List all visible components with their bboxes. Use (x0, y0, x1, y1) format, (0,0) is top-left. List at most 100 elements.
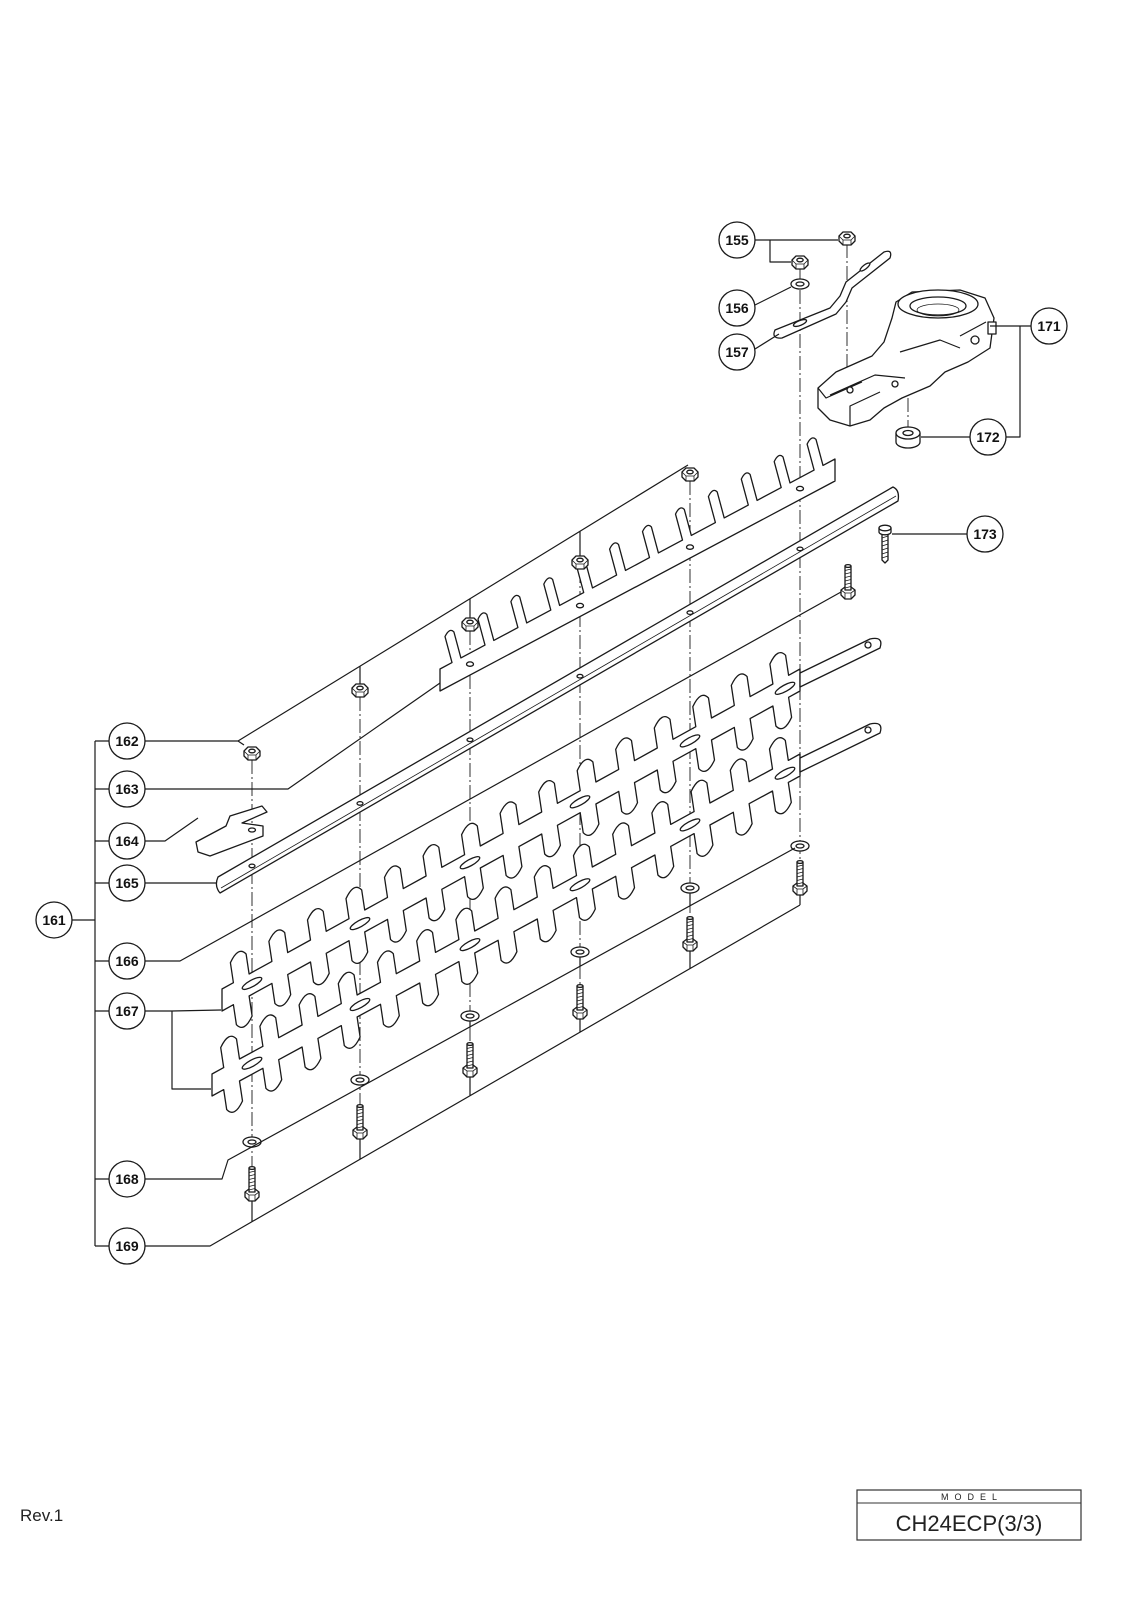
bolt-166-head-edges (840, 589, 856, 599)
callout-circle (108, 722, 146, 760)
callout-number: 165 (115, 875, 139, 891)
nut-162-edges (681, 471, 699, 481)
nut-162-edges (461, 621, 479, 631)
callout-number: 155 (725, 232, 749, 248)
lower-blade-part (221, 652, 801, 1028)
washer-168-hole (685, 885, 695, 891)
callout-circle (108, 1227, 146, 1265)
callout-circle (969, 418, 1007, 456)
bolt-169-thread (796, 864, 804, 885)
lower-blade-slot (459, 937, 481, 952)
callout-circle (108, 822, 146, 860)
footer: Rev.1 MODEL CH24ECP(3/3) (20, 1489, 1082, 1541)
callout-circle (718, 289, 756, 327)
upper-blade-hole (685, 544, 695, 550)
washer-168-hole (355, 1077, 365, 1083)
leader-169 (145, 895, 801, 1247)
leader-164 (145, 817, 199, 842)
gear-case-detail (817, 321, 987, 426)
callout-number: 172 (976, 429, 1000, 445)
leader-lines (72, 239, 1031, 1247)
flat-bar-hole (796, 546, 804, 552)
callout-165: 165 (108, 864, 146, 902)
callout-163: 163 (108, 770, 146, 808)
nut-162-edges (571, 559, 589, 569)
lower-blade-tang-hole (864, 726, 872, 734)
bolt-169-head-edges (462, 1067, 478, 1077)
upper-blade-part (439, 437, 836, 692)
callout-number: 161 (42, 912, 66, 928)
callout-number: 167 (115, 1003, 139, 1019)
washer-156-hole (795, 281, 805, 287)
flat-bar-hole (356, 800, 364, 806)
callout-number: 169 (115, 1238, 139, 1254)
callout-number: 166 (115, 953, 139, 969)
bolt-169-head-edges (244, 1191, 260, 1201)
model-label: MODEL (941, 1492, 1003, 1502)
gear-case-boss (846, 386, 854, 394)
nut-155-hole (843, 233, 851, 239)
bolt-169-tip (248, 1165, 256, 1171)
bolt-169-head-edges (572, 1009, 588, 1019)
bolt-166-thread (844, 568, 852, 589)
leader-156 (754, 286, 792, 306)
bolt-169-tip (686, 915, 694, 921)
flat-bar-hole (576, 673, 584, 679)
washer-168-hole (795, 843, 805, 849)
callout-168: 168 (108, 1160, 146, 1198)
upper-blade-hole (465, 661, 475, 667)
washer-168-hole (575, 949, 585, 955)
bolt-169-thread (576, 988, 584, 1009)
callout-156: 156 (718, 289, 756, 327)
callout-circle (718, 333, 756, 371)
model-name: CH24ECP(3/3) (896, 1511, 1043, 1536)
lower-blade-slot (569, 878, 591, 892)
callout-number: 162 (115, 733, 139, 749)
model-box: MODEL CH24ECP(3/3) (856, 1489, 1082, 1541)
flat-bar-hole (686, 610, 694, 616)
leader-167 (145, 1009, 222, 1090)
leader-161-bracket (72, 740, 109, 1247)
screw-head-top (878, 524, 892, 532)
callout-162: 162 (108, 722, 146, 760)
static-parts (195, 250, 997, 894)
upper-blade-hole (575, 602, 585, 609)
callout-157: 157 (718, 333, 756, 371)
leader-157 (754, 333, 780, 350)
lower-blade-tang-hole (864, 641, 872, 649)
plate-slot (859, 262, 871, 272)
callout-171: 171 (1030, 307, 1068, 345)
callout-circle (108, 864, 146, 902)
callout-number: 171 (1037, 318, 1061, 334)
bolt-169-head-edges (682, 941, 698, 951)
gear-case-boss (970, 335, 980, 345)
nut-162-hole (686, 469, 694, 475)
callout-circle (108, 942, 146, 980)
bracket-hole (247, 827, 257, 833)
callout-164: 164 (108, 822, 146, 860)
callout-number: 163 (115, 781, 139, 797)
gear-case-nub (987, 321, 997, 335)
bolt-169-head-edges (792, 885, 808, 895)
leader-162 (145, 464, 689, 746)
nut-162-hole (248, 748, 256, 754)
bolt-169-head-edges (352, 1129, 368, 1139)
leader-155 (755, 239, 838, 263)
bolt-169-tip (356, 1103, 364, 1109)
bolt-169-thread (356, 1108, 364, 1129)
callout-number: 173 (973, 526, 997, 542)
leader-166 (145, 591, 842, 962)
washer-168-hole (465, 1013, 475, 1019)
callout-circle (966, 515, 1004, 553)
plate-slot (792, 318, 808, 328)
lower-blade-slot (349, 997, 371, 1012)
callout-155: 155 (718, 221, 756, 259)
nut-155-edges (791, 259, 809, 269)
lower-blade-slot (679, 734, 701, 748)
nut-162-hole (576, 557, 584, 563)
callout-172: 172 (969, 418, 1007, 456)
nut-162-edges (243, 750, 261, 760)
callout-161: 161 (35, 901, 73, 939)
callout-number: 156 (725, 300, 749, 316)
